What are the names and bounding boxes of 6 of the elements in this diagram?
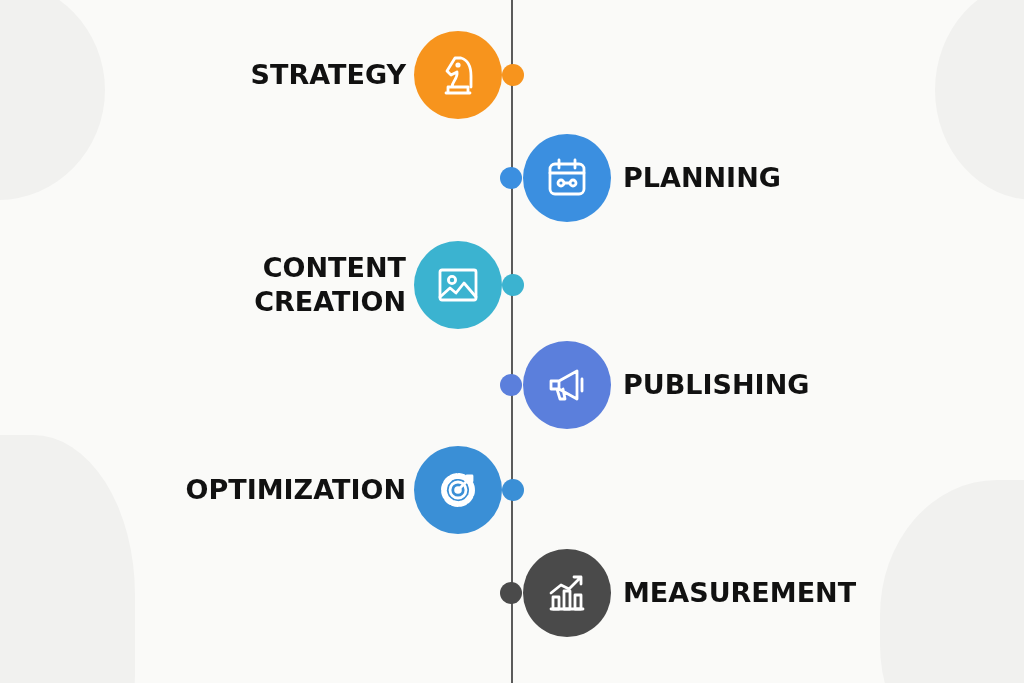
step-label: MEASUREMENT <box>623 576 857 610</box>
step-label: CONTENT CREATION <box>253 251 406 319</box>
step-label: STRATEGY <box>250 58 406 92</box>
step-label: PLANNING <box>623 161 781 195</box>
step-label: OPTIMIZATION <box>185 473 406 507</box>
step-label: PUBLISHING <box>623 368 810 402</box>
